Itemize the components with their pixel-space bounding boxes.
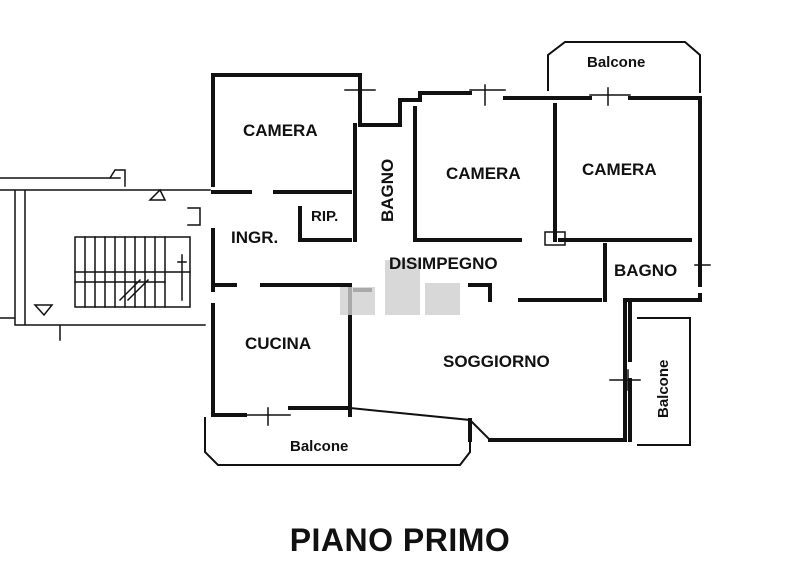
room-camera-3: CAMERA <box>582 160 657 179</box>
room-soggiorno: SOGGIORNO <box>443 352 550 371</box>
watermark-logo <box>340 260 460 315</box>
balcony-bottom-outline <box>204 417 471 466</box>
balcony-right-outline <box>637 317 691 446</box>
plan-title: PIANO PRIMO <box>289 522 511 558</box>
room-camera-2: CAMERA <box>446 164 521 183</box>
windows <box>244 84 711 426</box>
balcony-bottom-label: Balcone <box>290 438 349 455</box>
balcony-top-label: Balcone <box>587 54 646 71</box>
room-cucina: CUCINA <box>245 334 312 353</box>
balcony-top-outline <box>547 41 701 93</box>
walls <box>211 73 702 442</box>
room-ripostiglio: RIP. <box>311 208 339 225</box>
stairwell <box>0 169 211 341</box>
balcony-right-label: Balcone <box>655 359 672 418</box>
room-ingresso: INGR. <box>231 228 279 247</box>
room-camera-1: CAMERA <box>243 121 318 140</box>
room-bagno-2: BAGNO <box>614 261 678 280</box>
room-bagno-1: BAGNO <box>378 158 397 222</box>
room-disimpegno: DISIMPEGNO <box>389 254 498 273</box>
